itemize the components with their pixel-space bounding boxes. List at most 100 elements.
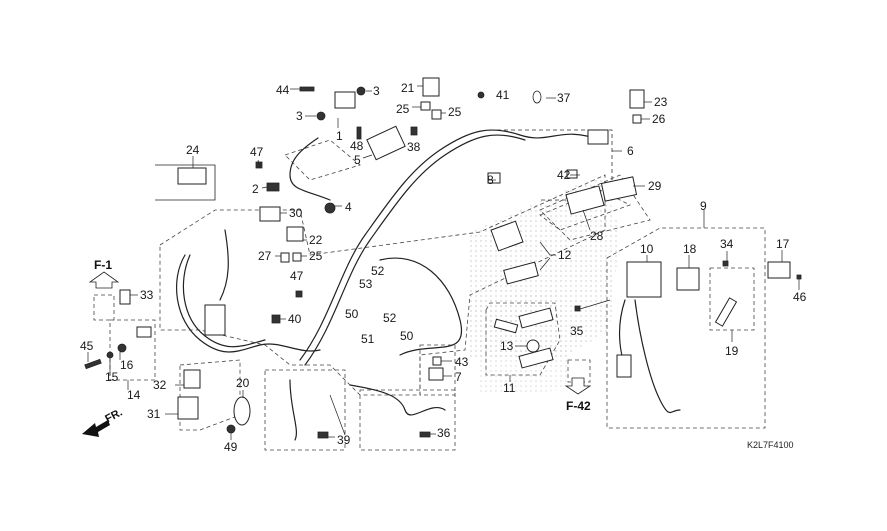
group-box-14 <box>110 320 155 380</box>
part-25-b <box>432 110 441 119</box>
callout-21: 21 <box>401 81 415 95</box>
part-47-b-bolt <box>296 291 302 297</box>
callout-31: 31 <box>147 407 161 421</box>
part-15 <box>107 352 113 358</box>
callout-14: 14 <box>127 388 141 402</box>
harness-left-2 <box>183 255 265 347</box>
callout-28: 28 <box>590 229 604 243</box>
part-3-b <box>317 112 325 120</box>
reference-f42[interactable]: F-42 <box>566 399 591 413</box>
group-box-1-wire <box>285 140 360 180</box>
callout-25: 25 <box>396 102 410 116</box>
part-1-coil <box>335 92 355 108</box>
group-box-36 <box>360 390 455 450</box>
part-22 <box>287 227 303 241</box>
part-10-switch <box>627 262 661 297</box>
callout-8: 8 <box>487 173 494 187</box>
part-46 <box>797 275 801 279</box>
part-49 <box>227 425 235 433</box>
harness-trunk-2 <box>305 135 525 365</box>
callout-7: 7 <box>455 370 462 384</box>
callout-45: 45 <box>80 339 94 353</box>
callout-32: 32 <box>153 378 167 392</box>
part-43 <box>433 357 441 365</box>
f1-arrow-icon <box>90 272 118 288</box>
part-41 <box>478 92 484 98</box>
part-19-lever <box>716 298 737 326</box>
callout-47: 47 <box>250 145 264 159</box>
callout-16: 16 <box>120 358 134 372</box>
part-24-module <box>178 168 206 184</box>
callout-46: 46 <box>793 290 807 304</box>
group-box-f42 <box>568 360 590 382</box>
callout-48: 48 <box>350 139 364 153</box>
callout-42: 42 <box>557 168 571 182</box>
diagram-code: K2L7F4100 <box>747 440 794 450</box>
callout-34: 34 <box>720 237 734 251</box>
callout-4: 4 <box>345 200 352 214</box>
part-5-fusebox <box>367 126 405 159</box>
harness-lower <box>290 380 296 440</box>
part-36 <box>420 432 430 437</box>
group-box-31-32 <box>180 360 240 430</box>
callout-50: 50 <box>400 329 414 343</box>
group-box-11 <box>486 303 560 375</box>
part-2 <box>267 183 279 191</box>
part-28-ecu <box>566 186 604 214</box>
part-7 <box>429 368 443 380</box>
part-21-relay <box>423 78 439 96</box>
callout-15: 15 <box>105 370 119 384</box>
harness-right <box>380 258 462 355</box>
part-31 <box>178 397 198 419</box>
callout-47: 47 <box>290 269 304 283</box>
group-box-f1 <box>94 295 114 320</box>
callout-10: 10 <box>640 242 654 256</box>
part-17 <box>768 262 790 278</box>
callout-12: 12 <box>558 248 572 262</box>
part-11-fob-a <box>519 308 553 328</box>
harness-to-ecu <box>220 230 228 300</box>
group-box-24 <box>155 165 215 200</box>
part-18 <box>677 268 699 290</box>
callout-2: 2 <box>252 182 259 196</box>
callout-20: 20 <box>236 376 250 390</box>
reference-f1[interactable]: F-1 <box>94 258 112 272</box>
part-37-clamp <box>533 91 541 103</box>
callout-18: 18 <box>683 242 697 256</box>
callout-23: 23 <box>654 95 668 109</box>
callout-33: 33 <box>140 288 154 302</box>
part-34 <box>723 261 728 266</box>
callout-13: 13 <box>500 339 514 353</box>
part-10-sensor <box>617 355 631 377</box>
f42-arrow-icon <box>566 378 590 394</box>
callout-39: 39 <box>337 433 351 447</box>
callout-43: 43 <box>455 355 469 369</box>
callout-24: 24 <box>186 143 200 157</box>
callout-6: 6 <box>627 144 634 158</box>
group-box-20-39 <box>265 370 345 450</box>
callout-51: 51 <box>361 332 375 346</box>
callout-3: 3 <box>373 84 380 98</box>
callout-17: 17 <box>776 237 790 251</box>
part-11-strap <box>494 319 517 332</box>
part-48-bolt <box>357 127 361 139</box>
part-40 <box>272 315 280 323</box>
wire-1 <box>290 138 330 200</box>
part-35 <box>575 306 580 311</box>
part-3-a <box>357 87 365 95</box>
callout-50: 50 <box>345 307 359 321</box>
callout-27: 27 <box>258 249 272 263</box>
part-14-bracket <box>137 327 151 337</box>
callout-22: 22 <box>309 233 323 247</box>
callout-26: 26 <box>652 112 666 126</box>
part-6-connector <box>588 130 608 144</box>
callout-29: 29 <box>648 179 662 193</box>
part-16 <box>118 344 126 352</box>
callout-38: 38 <box>407 140 421 154</box>
group-box-43-7 <box>420 345 455 395</box>
harness-left <box>177 255 320 352</box>
part-12-key-a <box>491 221 523 251</box>
part-44-bolt <box>300 87 314 91</box>
